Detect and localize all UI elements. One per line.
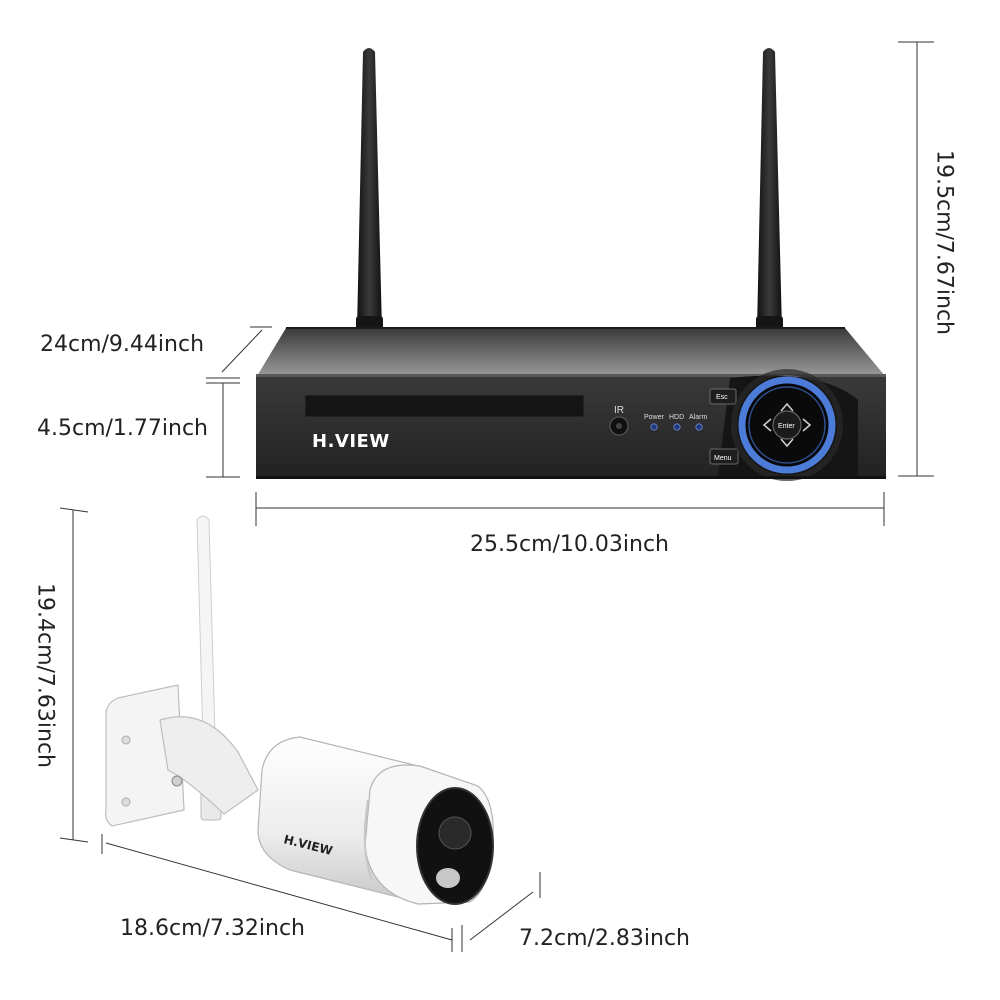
nvr-height-label: 4.5cm/1.77inch [37, 416, 209, 441]
alarm-led-label: Alarm [689, 414, 707, 421]
power-led-icon [650, 423, 658, 431]
nvr-brand-logo: H.VIEW [312, 431, 390, 452]
nvr-antenna-left [356, 48, 383, 332]
camera-height-label: 19.4cm/7.63inch [32, 582, 58, 768]
nvr-antenna-right [756, 48, 783, 332]
camera-dimension-lines [59, 507, 541, 952]
arrow-right-icon [802, 418, 812, 432]
nvr-dimension-lines [206, 41, 934, 526]
menu-button-label: Menu [714, 455, 732, 462]
camera-length-label: 18.6cm/7.32inch [120, 916, 306, 941]
camera-light-icon [436, 868, 460, 888]
arrow-down-icon [780, 438, 794, 448]
camera-diameter-label: 7.2cm/2.83inch [519, 926, 691, 951]
alarm-led-icon [695, 423, 703, 431]
ir-label: IR [614, 405, 624, 416]
esc-button-label: Esc [716, 394, 728, 401]
nvr-recorder [256, 327, 886, 481]
power-led-label: Power [644, 414, 665, 421]
bullet-camera [105, 515, 494, 905]
esc-button-shape [709, 388, 737, 405]
nvr-disk-slot [305, 395, 584, 417]
nvr-width-label: 25.5cm/10.03inch [470, 532, 669, 557]
menu-button-shape [709, 448, 739, 465]
hdd-led-label: HDD [669, 414, 684, 421]
camera-lens-icon [438, 816, 472, 850]
nvr-depth-label: 24cm/9.44inch [40, 332, 205, 357]
enter-button-label: Enter [778, 423, 795, 430]
arrow-left-icon [762, 418, 772, 432]
nvr-total-height-label: 19.5cm/7.67inch [931, 149, 957, 335]
enter-button-shape [772, 410, 802, 440]
hdd-led-icon [673, 423, 681, 431]
arrow-up-icon [780, 402, 794, 412]
